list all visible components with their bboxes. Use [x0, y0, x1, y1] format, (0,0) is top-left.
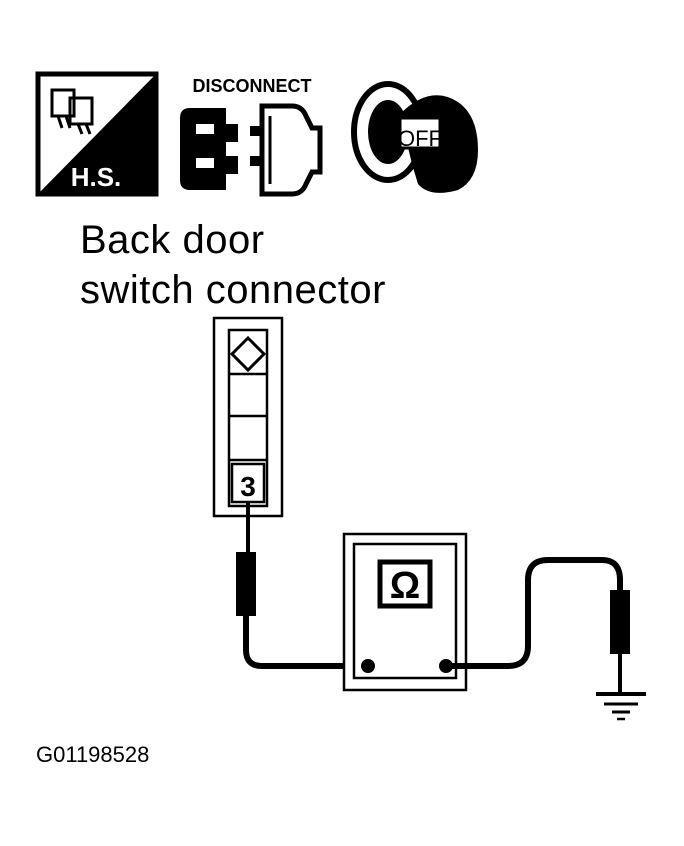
connector-block: 3: [212, 316, 284, 518]
disconnect-label: DISCONNECT: [192, 76, 311, 96]
probe-left: [236, 552, 256, 616]
figure-id: G01198528: [36, 742, 150, 767]
probe-lead-right: [446, 557, 630, 692]
ground-icon: [596, 692, 646, 721]
ohm-symbol: Ω: [390, 565, 420, 607]
probe-lead-left: [236, 502, 366, 669]
harness-connector-sketch: [50, 88, 94, 135]
harness-side-label: H.S.: [71, 162, 122, 192]
connector-title-line2: switch connector: [80, 268, 386, 312]
probe-right: [610, 590, 630, 654]
connector-title-line1: Back door: [80, 218, 265, 262]
terminal-number: 3: [240, 471, 256, 502]
connector-lock-diamond: [229, 335, 267, 373]
ignition-off-label: OFF: [398, 126, 442, 151]
terminal-3-cell: [230, 462, 266, 504]
ohmmeter-icon: Ω: [342, 532, 468, 692]
meter-jack-left: [361, 659, 375, 673]
disconnect-connector-icon: DISCONNECT: [180, 76, 323, 197]
harness-side-icon: H.S.: [35, 71, 159, 197]
ignition-key-off-icon: OFF: [351, 81, 478, 193]
